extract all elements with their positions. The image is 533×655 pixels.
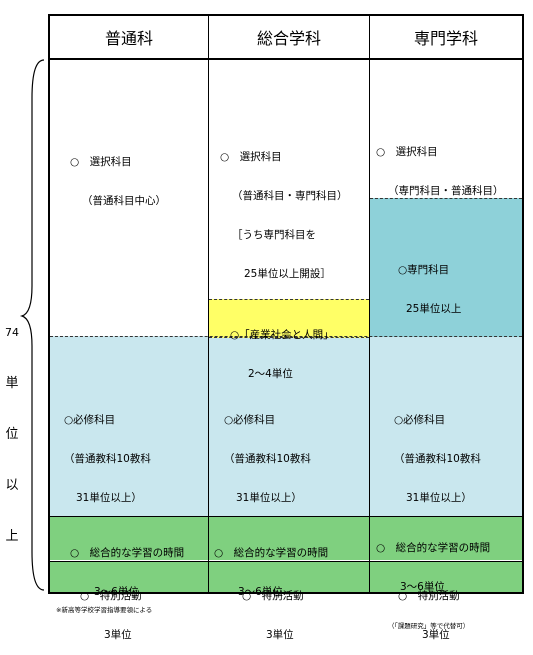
special-activities-band: [50, 562, 522, 592]
industry-society: ○「産業社会と人間」 2～4単位: [230, 303, 334, 394]
integrated-study-title: ○ 総合的な学習の時間: [214, 547, 329, 559]
elective-general: ○ 選択科目 （普通科目中心）: [70, 130, 166, 221]
header-divider: [50, 58, 522, 60]
specialized-subjects-title: ○専門科目: [398, 264, 450, 276]
units-char-2: 位: [5, 427, 19, 442]
specialized-subjects-block: [370, 198, 522, 337]
integrated-study-units: 3～6単位: [400, 581, 445, 593]
elective-integrated-note-2: 25単位以上開設］: [244, 268, 331, 280]
required-units: 31単位以上）: [406, 492, 472, 504]
elective-general-detail: （普通科目中心）: [82, 195, 166, 207]
special-activities-units: 3単位: [266, 629, 294, 641]
required-detail: （普通教科10教科: [64, 453, 151, 465]
integrated-study-integrated: ○ 総合的な学習の時間 3～6単位: [214, 521, 328, 612]
header-specialized: 専門学科: [413, 29, 478, 48]
required-title: ○必修科目: [64, 414, 116, 426]
special-activities-integrated: ○ 特別活動 3単位: [242, 564, 304, 655]
units-total-label: 74 単 位 以 上: [2, 290, 22, 562]
integrated-study-divider: [50, 516, 522, 517]
industry-society-block: [209, 299, 369, 338]
header-integrated: 総合学科: [256, 29, 321, 48]
elective-integrated-title: ○ 選択科目: [220, 151, 282, 163]
special-activities-units: 3単位: [422, 629, 450, 641]
units-char-1: 単: [5, 376, 19, 391]
required-detail: （普通教科10教科: [394, 453, 481, 465]
required-subjects-band: [50, 336, 522, 516]
units-number: 74: [5, 326, 19, 339]
special-activities-title: ○ 特別活動: [80, 590, 142, 602]
brace-icon: [19, 59, 45, 591]
elective-specialized: ○ 選択科目 （専門科目・普通科目）: [376, 120, 504, 211]
integrated-study-general: ○ 総合的な学習の時間 3～6単位: [70, 521, 184, 612]
elective-integrated: ○ 選択科目 （普通科目・専門科目） ［うち専門科目を 25単位以上開設］: [220, 125, 348, 294]
header-general: 普通科: [104, 29, 153, 48]
required-title: ○必修科目: [224, 414, 276, 426]
industry-society-title: ○「産業社会と人間」: [230, 329, 334, 341]
units-char-3: 以: [5, 478, 19, 493]
elective-specialized-title: ○ 選択科目: [376, 146, 438, 158]
required-title: ○必修科目: [394, 414, 446, 426]
footnote: ※新高等学校学習指導要領による: [56, 606, 153, 614]
special-activities-title: ○ 特別活動: [242, 590, 304, 602]
required-units: 31単位以上）: [236, 492, 302, 504]
integrated-study-units: 3～6単位: [238, 586, 283, 598]
elective-integrated-note-1: ［うち専門科目を: [232, 229, 316, 241]
required-units: 31単位以上）: [76, 492, 142, 504]
special-activities-title: ○ 特別活動: [398, 590, 460, 602]
required-integrated: ○必修科目 （普通教科10教科 31単位以上）: [224, 388, 311, 518]
integrated-study-units: 3～6単位: [94, 586, 139, 598]
elective-specialized-detail: （専門科目・普通科目）: [388, 185, 504, 197]
required-detail: （普通教科10教科: [224, 453, 311, 465]
integrated-study-band: [50, 516, 522, 560]
special-activities-divider: [50, 561, 522, 562]
special-activities-units: 3単位: [104, 629, 132, 641]
specialized-subjects: ○専門科目 25単位以上: [398, 238, 461, 329]
column-divider-2: [369, 16, 370, 592]
required-general: ○必修科目 （普通教科10教科 31単位以上）: [64, 388, 151, 518]
integrated-study-title: ○ 総合的な学習の時間: [70, 547, 185, 559]
column-divider-1: [208, 16, 209, 592]
elective-general-title: ○ 選択科目: [70, 156, 132, 168]
special-activities-specialized: ○ 特別活動 3単位: [398, 564, 460, 655]
specialized-subjects-units: 25単位以上: [406, 303, 462, 315]
units-char-4: 上: [5, 529, 19, 544]
industry-society-units: 2～4単位: [248, 368, 293, 380]
required-specialized: ○必修科目 （普通教科10教科 31単位以上）: [394, 388, 481, 518]
integrated-study-title: ○ 総合的な学習の時間: [376, 542, 491, 554]
elective-integrated-detail: （普通科目・専門科目）: [232, 190, 348, 202]
required-divider: [50, 336, 522, 337]
